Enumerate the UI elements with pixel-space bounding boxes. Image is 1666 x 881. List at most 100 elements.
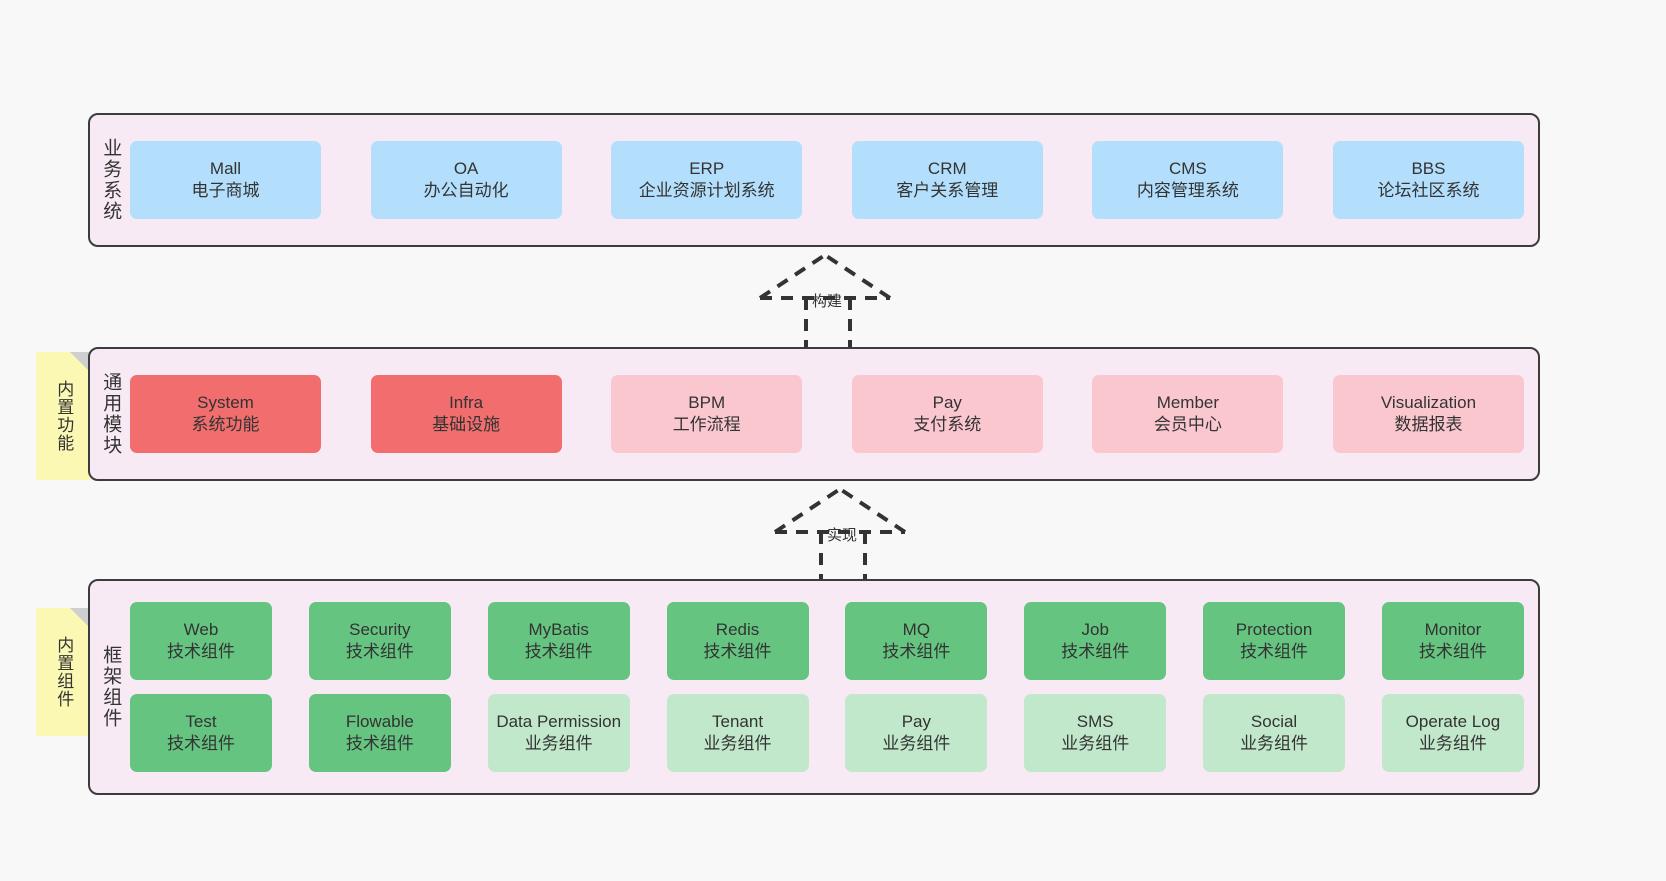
- box-title-cn: 工作流程: [672, 415, 741, 434]
- note-label: 内置组件: [54, 636, 74, 708]
- box-title-en: BBS: [1411, 158, 1446, 178]
- arrow-label-realize: 实现: [827, 527, 858, 544]
- box-title-cn: 业务组件: [1418, 734, 1487, 753]
- box-sms[interactable]: SMS 业务组件: [1024, 694, 1167, 772]
- box-title-en: Security: [349, 619, 411, 639]
- arrow-build: 构建: [740, 250, 940, 350]
- box-web[interactable]: Web 技术组件: [130, 602, 272, 680]
- box-title-en: CMS: [1168, 158, 1207, 178]
- box-flowable[interactable]: Flowable 技术组件: [308, 694, 451, 772]
- section-label-common-modules: 通用模块: [100, 372, 122, 456]
- box-protection[interactable]: Protection 技术组件: [1203, 602, 1346, 680]
- box-oa[interactable]: OA 办公自动化: [370, 141, 562, 219]
- box-title-cn: 技术组件: [345, 642, 414, 661]
- box-title-en: Protection: [1235, 619, 1313, 639]
- box-title-en: Operate Log: [1405, 711, 1501, 731]
- box-title-en: Tenant: [712, 711, 764, 731]
- box-title-en: Monitor: [1424, 619, 1482, 639]
- box-title-cn: 技术组件: [1061, 642, 1130, 661]
- box-job[interactable]: Job 技术组件: [1024, 602, 1167, 680]
- box-title-en: ERP: [689, 158, 725, 178]
- box-social[interactable]: Social 业务组件: [1203, 694, 1346, 772]
- box-data-permission[interactable]: Data Permission 业务组件: [487, 694, 630, 772]
- box-pay-component[interactable]: Pay 业务组件: [845, 694, 988, 772]
- section-label-framework-components: 框架组件: [100, 645, 122, 729]
- box-cms[interactable]: CMS 内容管理系统: [1092, 141, 1284, 219]
- box-mybatis[interactable]: MyBatis 技术组件: [487, 602, 630, 680]
- common-modules-row: System 系统功能 Infra 基础设施 BPM 工作流程 Pay 支付系统…: [130, 375, 1524, 453]
- section-common-modules: 通用模块 System 系统功能 Infra 基础设施 BPM 工作流程 Pay: [88, 347, 1540, 481]
- note-builtin-functions: 内置功能: [36, 352, 90, 480]
- box-title-cn: 系统功能: [191, 415, 260, 434]
- box-title-en: Member: [1156, 392, 1220, 412]
- box-title-en: Job: [1081, 619, 1109, 639]
- section-business-systems: 业务系统 Mall 电子商城 OA 办公自动化 ERP 企业资源计划系统 CRM: [88, 113, 1540, 247]
- box-title-en: Redis: [715, 619, 760, 639]
- box-mq[interactable]: MQ 技术组件: [845, 602, 988, 680]
- box-title-cn: 技术组件: [882, 642, 951, 661]
- box-title-en: Social: [1250, 711, 1298, 731]
- box-title-en: Data Permission: [496, 711, 622, 731]
- arrow-realize: 实现: [755, 484, 955, 584]
- box-member[interactable]: Member 会员中心: [1092, 375, 1284, 453]
- section-body-common-modules: System 系统功能 Infra 基础设施 BPM 工作流程 Pay 支付系统…: [130, 349, 1538, 479]
- box-title-cn: 论坛社区系统: [1377, 181, 1480, 200]
- box-title-en: Test: [185, 711, 217, 731]
- box-title-cn: 业务组件: [524, 734, 593, 753]
- box-title-en: Mall: [209, 158, 242, 178]
- box-title-cn: 业务组件: [1240, 734, 1309, 753]
- box-title-cn: 技术组件: [345, 734, 414, 753]
- box-mall[interactable]: Mall 电子商城: [130, 141, 321, 219]
- box-title-cn: 会员中心: [1153, 415, 1222, 434]
- box-crm[interactable]: CRM 客户关系管理: [851, 141, 1043, 219]
- note-label: 内置功能: [54, 380, 74, 452]
- box-title-cn: 技术组件: [167, 642, 235, 661]
- box-bpm[interactable]: BPM 工作流程: [611, 375, 803, 453]
- box-title-cn: 数据报表: [1394, 415, 1463, 434]
- box-title-cn: 业务组件: [703, 734, 772, 753]
- arrow-label-build: 构建: [812, 293, 843, 310]
- box-operate-log[interactable]: Operate Log 业务组件: [1381, 694, 1524, 772]
- business-systems-row: Mall 电子商城 OA 办公自动化 ERP 企业资源计划系统 CRM 客户关系…: [130, 141, 1524, 219]
- box-title-cn: 电子商城: [191, 181, 260, 200]
- box-title-en: Infra: [449, 392, 484, 412]
- note-builtin-components: 内置组件: [36, 608, 90, 736]
- box-title-cn: 内容管理系统: [1136, 181, 1239, 200]
- box-title-cn: 业务组件: [1061, 734, 1130, 753]
- section-label-business-systems: 业务系统: [100, 138, 122, 222]
- box-title-cn: 基础设施: [432, 415, 501, 434]
- box-title-cn: 企业资源计划系统: [638, 181, 775, 200]
- box-bbs[interactable]: BBS 论坛社区系统: [1332, 141, 1524, 219]
- arrow-head-right-edge: [838, 487, 907, 534]
- box-title-en: MQ: [902, 619, 931, 639]
- box-title-cn: 办公自动化: [423, 181, 509, 200]
- box-infra[interactable]: Infra 基础设施: [370, 375, 562, 453]
- box-title-en: CRM: [927, 158, 967, 178]
- box-title-cn: 技术组件: [703, 642, 772, 661]
- box-title-cn: 业务组件: [882, 734, 951, 753]
- box-visualization[interactable]: Visualization 数据报表: [1332, 375, 1524, 453]
- box-title-en: Pay: [901, 711, 932, 731]
- box-title-cn: 技术组件: [1240, 642, 1309, 661]
- box-security[interactable]: Security 技术组件: [308, 602, 451, 680]
- box-title-en: OA: [453, 158, 479, 178]
- box-title-cn: 技术组件: [1418, 642, 1487, 661]
- box-monitor[interactable]: Monitor 技术组件: [1381, 602, 1524, 680]
- framework-business-row: Test 技术组件 Flowable 技术组件 Data Permission …: [130, 694, 1524, 772]
- box-title-en: SMS: [1076, 711, 1114, 731]
- section-body-business-systems: Mall 电子商城 OA 办公自动化 ERP 企业资源计划系统 CRM 客户关系…: [130, 115, 1538, 245]
- box-title-cn: 技术组件: [167, 734, 235, 753]
- box-redis[interactable]: Redis 技术组件: [666, 602, 809, 680]
- arrow-head-right-edge: [823, 253, 892, 300]
- box-title-en: Web: [183, 619, 219, 639]
- box-erp[interactable]: ERP 企业资源计划系统: [611, 141, 803, 219]
- box-system[interactable]: System 系统功能: [130, 375, 321, 453]
- box-tenant[interactable]: Tenant 业务组件: [666, 694, 809, 772]
- box-title-en: System: [197, 392, 254, 412]
- box-pay-module[interactable]: Pay 支付系统: [851, 375, 1043, 453]
- section-body-framework-components: Web 技术组件 Security 技术组件 MyBatis 技术组件 Redi…: [130, 581, 1538, 793]
- box-test[interactable]: Test 技术组件: [130, 694, 272, 772]
- box-title-en: Flowable: [345, 711, 414, 731]
- arrow-head-left-edge: [773, 487, 842, 534]
